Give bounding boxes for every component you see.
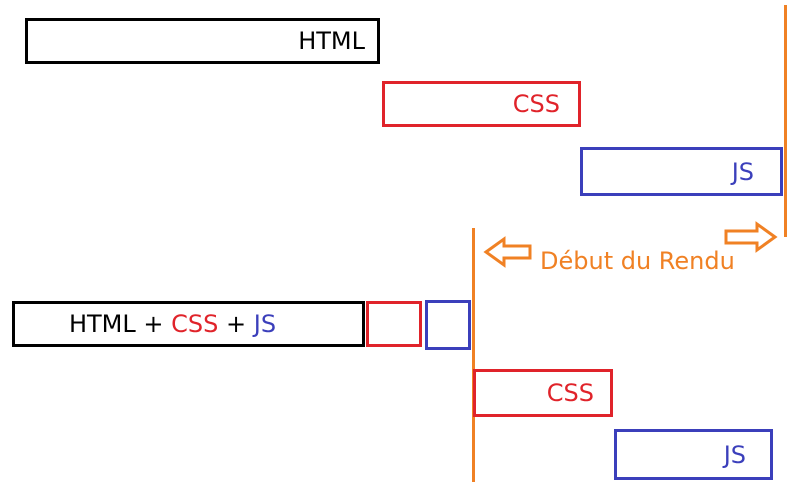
css-block-top: CSS [382, 81, 581, 127]
combined-block-bottom: HTML + CSS + JS [12, 301, 365, 347]
render-line-top [784, 5, 787, 237]
plus-sign-2: + [218, 310, 254, 338]
css-label: CSS [512, 90, 560, 118]
combined-css-text: CSS [171, 310, 219, 338]
js-block-parallel [425, 300, 471, 350]
css-label-bottom: CSS [546, 379, 594, 407]
css-block-parallel [366, 301, 422, 347]
combined-label: HTML + CSS + JS [69, 312, 276, 336]
render-start-label: Début du Rendu [540, 247, 735, 275]
html-block-top: HTML [25, 18, 380, 64]
html-label: HTML [298, 27, 365, 55]
js-block-top: JS [580, 147, 783, 196]
js-label: JS [731, 157, 754, 186]
render-line-bottom [472, 228, 475, 482]
combined-html-text: HTML [68, 310, 136, 338]
js-block-bottom: JS [614, 429, 773, 480]
js-label-bottom: JS [723, 440, 746, 469]
plus-sign-1: + [135, 310, 172, 338]
arrow-right-icon [724, 221, 778, 253]
css-block-bottom: CSS [473, 369, 613, 417]
arrow-left-icon [483, 236, 532, 268]
combined-js-text: JS [253, 310, 277, 338]
